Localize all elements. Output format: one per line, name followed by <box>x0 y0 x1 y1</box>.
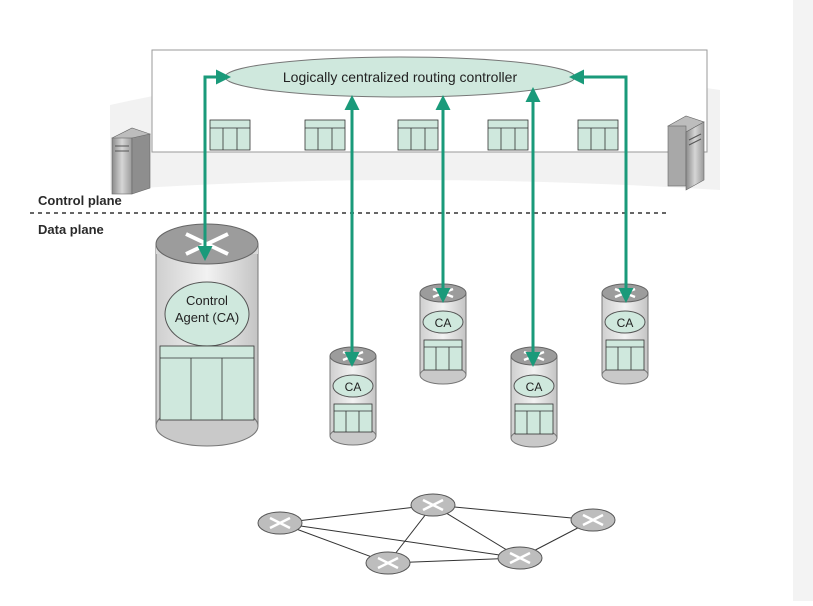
ca-label: CA <box>345 380 362 394</box>
router-switch-1: CA <box>329 346 377 446</box>
control-agent-label-line2: Agent (CA) <box>175 310 239 325</box>
big-router: Control Agent (CA) <box>155 223 259 447</box>
router-icon <box>410 493 456 517</box>
flow-table-icon <box>304 119 346 151</box>
ca-ellipse <box>604 310 646 334</box>
arrow-to-switch-4 <box>569 69 634 303</box>
control-plane-label: Control plane <box>38 193 122 208</box>
router-switch-2: CA <box>419 283 467 385</box>
server-icon <box>667 115 705 191</box>
flow-table-icon <box>333 403 373 433</box>
network-graph-icon <box>257 493 616 575</box>
flow-table-icon <box>605 339 645 371</box>
control-arrows <box>197 69 634 367</box>
router-icon <box>570 508 616 532</box>
server-icon <box>111 127 151 195</box>
arrow-to-big-agent <box>197 69 231 261</box>
flow-table-icon <box>209 119 251 151</box>
ca-label: CA <box>617 316 634 330</box>
flow-table-icon <box>159 345 255 421</box>
router-icon <box>365 551 411 575</box>
data-plane-label: Data plane <box>38 222 104 237</box>
control-agent-label-line1: Control <box>186 293 228 308</box>
router-icon <box>257 511 303 535</box>
flow-table-icon <box>423 339 463 371</box>
router-switch-3: CA <box>510 346 558 448</box>
ca-label: CA <box>435 316 452 330</box>
ca-ellipse <box>422 310 464 334</box>
ca-ellipse <box>513 374 555 398</box>
flow-table-icon <box>577 119 619 151</box>
ca-label: CA <box>526 380 543 394</box>
flow-table-icon <box>397 119 439 151</box>
ca-ellipse <box>332 374 374 398</box>
router-icon <box>497 546 543 570</box>
flow-table-icon <box>487 119 529 151</box>
page-edge-strip <box>793 0 813 601</box>
flow-table-icon <box>514 403 554 435</box>
controller-label: Logically centralized routing controller <box>283 69 518 85</box>
